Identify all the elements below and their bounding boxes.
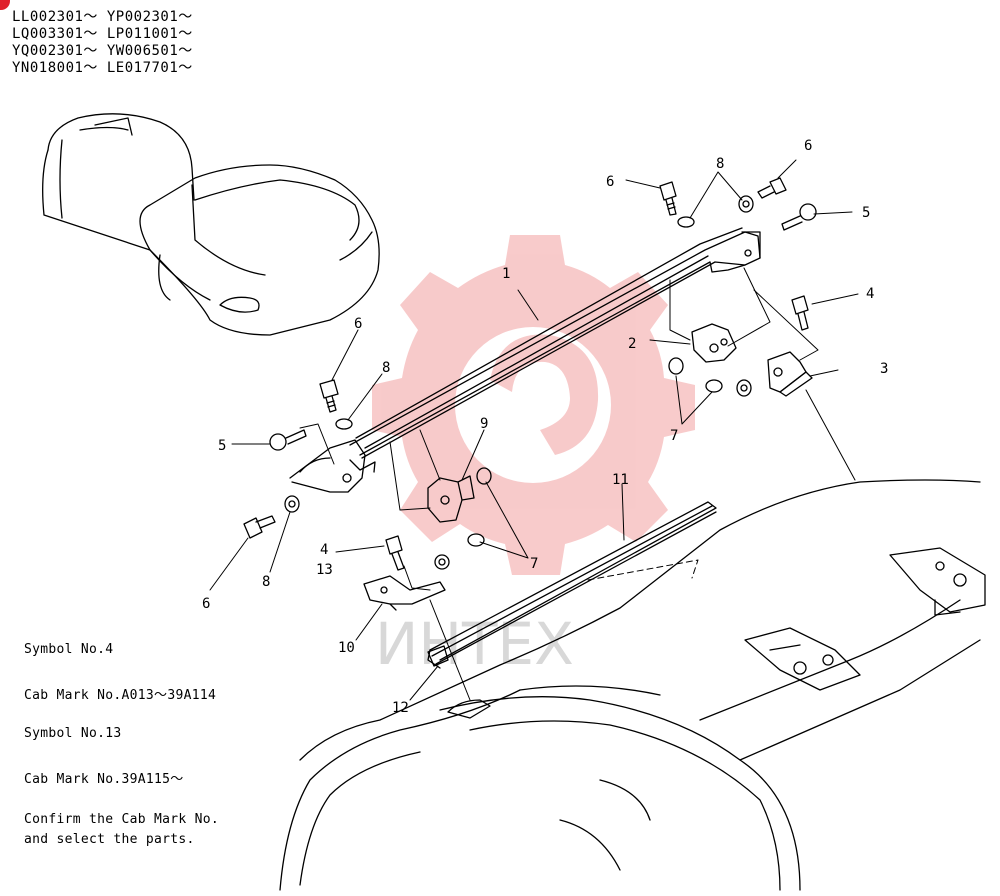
leader-lines xyxy=(209,159,859,701)
note-cab-mark-range-b: Cab Mark No.39A115～ xyxy=(24,772,184,787)
bolt-6-low xyxy=(243,515,276,539)
rail-part-1 xyxy=(289,227,761,493)
callout-8-mid: 8 xyxy=(382,360,390,376)
callout-7-left: 7 xyxy=(530,556,538,572)
bolt-4-right xyxy=(791,295,809,331)
cab-roof-outline xyxy=(279,479,986,891)
callout-4-top: 4 xyxy=(866,286,874,302)
bracket-part-3 xyxy=(767,351,813,397)
bracket-part-2 xyxy=(691,323,737,363)
nut-7-left xyxy=(434,467,492,570)
note-symbol-4: Symbol No.4 xyxy=(24,642,114,657)
callout-1: 1 xyxy=(502,266,510,282)
callout-12: 12 xyxy=(392,700,409,716)
serial-range-4: YN018001～ LE017701～ xyxy=(12,60,193,76)
serial-range-1: LL002301～ YP002301～ xyxy=(12,9,193,25)
machine-inset-icon xyxy=(42,113,380,336)
bracket-part-9 xyxy=(427,475,475,523)
part-12-clip xyxy=(427,645,449,667)
callout-6-top: 6 xyxy=(606,174,614,190)
callout-13: 13 xyxy=(316,562,333,578)
bracket-part-10 xyxy=(363,575,446,611)
callout-10: 10 xyxy=(338,640,355,656)
nut-7-right xyxy=(668,357,752,397)
callout-4-left: 4 xyxy=(320,542,328,558)
callout-labels: 1 2 3 4 4 5 5 6 6 6 6 7 7 8 8 8 9 10 11 … xyxy=(202,138,888,716)
callout-9: 9 xyxy=(480,416,488,432)
callout-11: 11 xyxy=(612,472,629,488)
note-cab-mark-range-a: Cab Mark No.A013～39A114 xyxy=(24,688,217,703)
note-confirm-line-2: and select the parts. xyxy=(24,832,195,847)
callout-6-topright: 6 xyxy=(804,138,812,154)
seal-part-11 xyxy=(427,501,717,669)
watermark-text: ИНТЕХ xyxy=(375,610,574,678)
watermark-gear-logo xyxy=(372,235,695,575)
note-confirm-line-1: Confirm the Cab Mark No. xyxy=(24,812,220,827)
callout-2: 2 xyxy=(628,336,636,352)
callout-6-low: 6 xyxy=(202,596,210,612)
bolt-5-right xyxy=(781,203,817,231)
serial-range-3: YQ002301～ YW006501～ xyxy=(12,43,193,59)
callout-5-left: 5 xyxy=(218,438,226,454)
bolt-6-top xyxy=(659,181,677,216)
red-marker-icon xyxy=(0,0,10,10)
washer-8-top xyxy=(677,195,754,228)
callout-5-top: 5 xyxy=(862,205,870,221)
note-symbol-13: Symbol No.13 xyxy=(24,726,122,741)
bolt-6-mid xyxy=(319,379,339,413)
bolt-5-left xyxy=(269,429,307,451)
callout-6-mid: 6 xyxy=(354,316,362,332)
washer-8-mid xyxy=(335,418,353,430)
callout-8-top: 8 xyxy=(716,156,724,172)
callout-7-right: 7 xyxy=(670,428,678,444)
washer-8-low xyxy=(284,495,300,513)
callout-8-low: 8 xyxy=(262,574,270,590)
bolt-6-topright xyxy=(757,177,787,199)
callout-3: 3 xyxy=(880,361,888,377)
serial-range-2: LQ003301～ LP011001～ xyxy=(12,26,193,42)
bolt-4-left xyxy=(385,535,405,571)
